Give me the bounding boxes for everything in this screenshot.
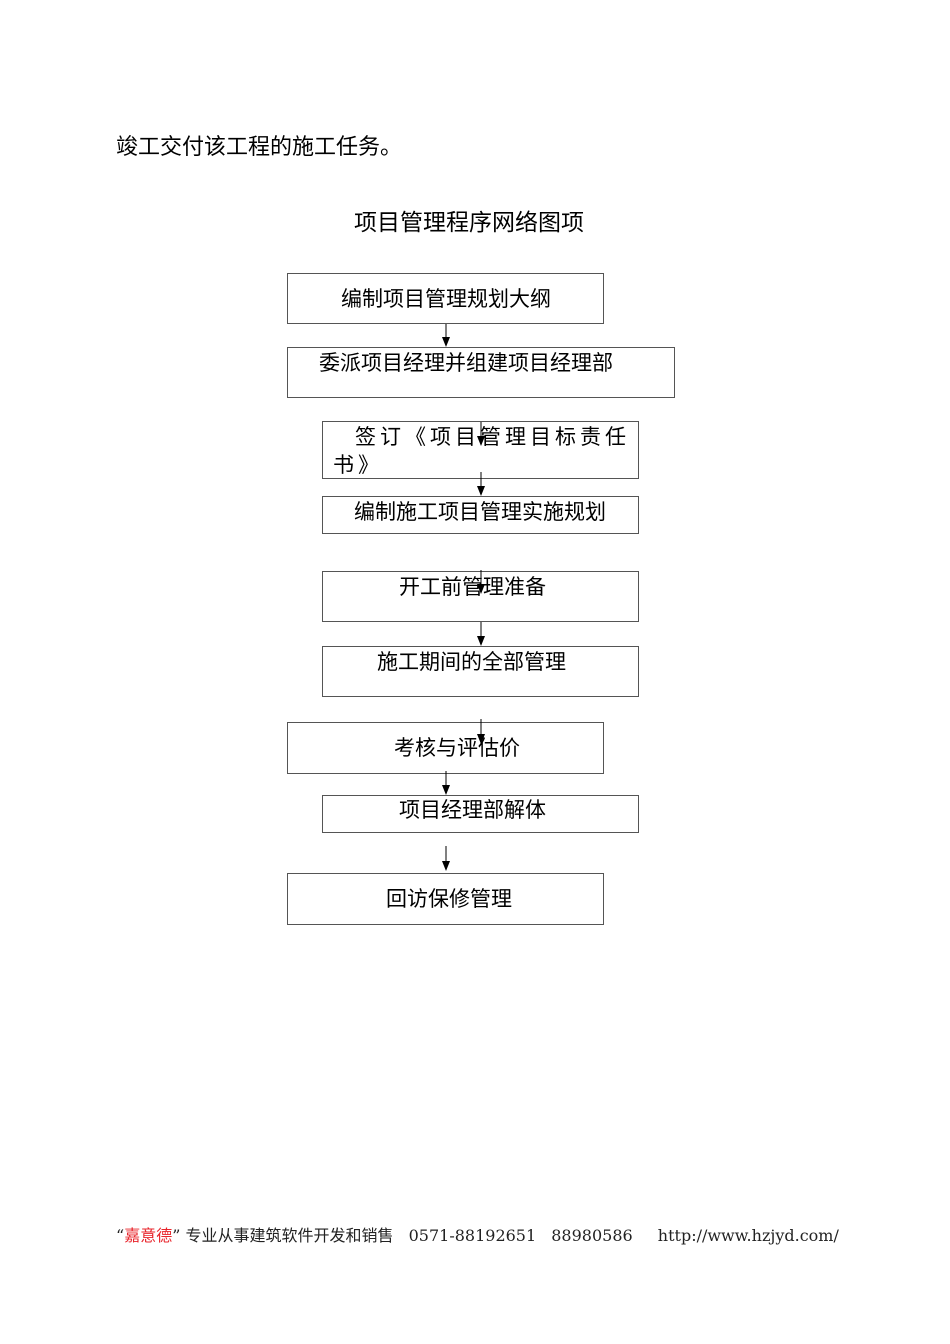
flow-arrow-1-head	[442, 337, 450, 347]
footer-brand: 嘉意德	[124, 1226, 173, 1245]
flow-step-label: 回访保修管理	[386, 887, 512, 911]
flow-step-label: 开工前管理准备	[399, 575, 546, 599]
flow-step-1: 编制项目管理规划大纲	[287, 273, 604, 324]
flowchart-title: 项目管理程序网络图项	[354, 210, 584, 236]
flow-step-9: 回访保修管理	[287, 873, 604, 925]
footer-quote-open: “	[116, 1226, 125, 1245]
flow-arrow-5-head	[477, 636, 485, 646]
flow-step-label: 施工期间的全部管理	[377, 650, 566, 674]
flow-arrow-3-head	[477, 486, 485, 496]
footer-url[interactable]: http://www.hzjyd.com/	[657, 1226, 839, 1245]
flow-step-6: 施工期间的全部管理	[322, 646, 639, 697]
footer-phone-1: 0571-88192651	[408, 1226, 537, 1245]
flow-step-label: 项目经理部解体	[399, 798, 546, 822]
flow-step-label: 考核与评估价	[394, 736, 520, 760]
flow-arrow-7-head	[442, 785, 450, 795]
flow-step-label: 委派项目经理并组建项目经理部	[319, 351, 613, 375]
flow-step-3: 签订《项目管理目标责任书》	[322, 421, 639, 479]
flow-arrow-8-head	[442, 861, 450, 871]
page-footer: “嘉意德” 专业从事建筑软件开发和销售 0571-88192651 889805…	[116, 1224, 839, 1248]
flow-step-4: 编制施工项目管理实施规划	[322, 496, 639, 534]
flow-step-5: 开工前管理准备	[322, 571, 639, 622]
flow-step-label: 编制施工项目管理实施规划	[354, 500, 606, 524]
flow-step-label: 编制项目管理规划大纲	[341, 287, 551, 311]
flow-step-7: 考核与评估价	[287, 722, 604, 774]
footer-tagline: 专业从事建筑软件开发和销售	[185, 1226, 394, 1245]
footer-quote-close: ”	[172, 1226, 181, 1245]
intro-paragraph: 竣工交付该工程的施工任务。	[116, 135, 403, 160]
flow-step-8: 项目经理部解体	[322, 795, 639, 833]
footer-phone-2: 88980586	[551, 1226, 633, 1245]
flow-step-label: 签订《项目管理目标责任书》	[333, 425, 630, 477]
flow-step-2: 委派项目经理并组建项目经理部	[287, 347, 675, 398]
